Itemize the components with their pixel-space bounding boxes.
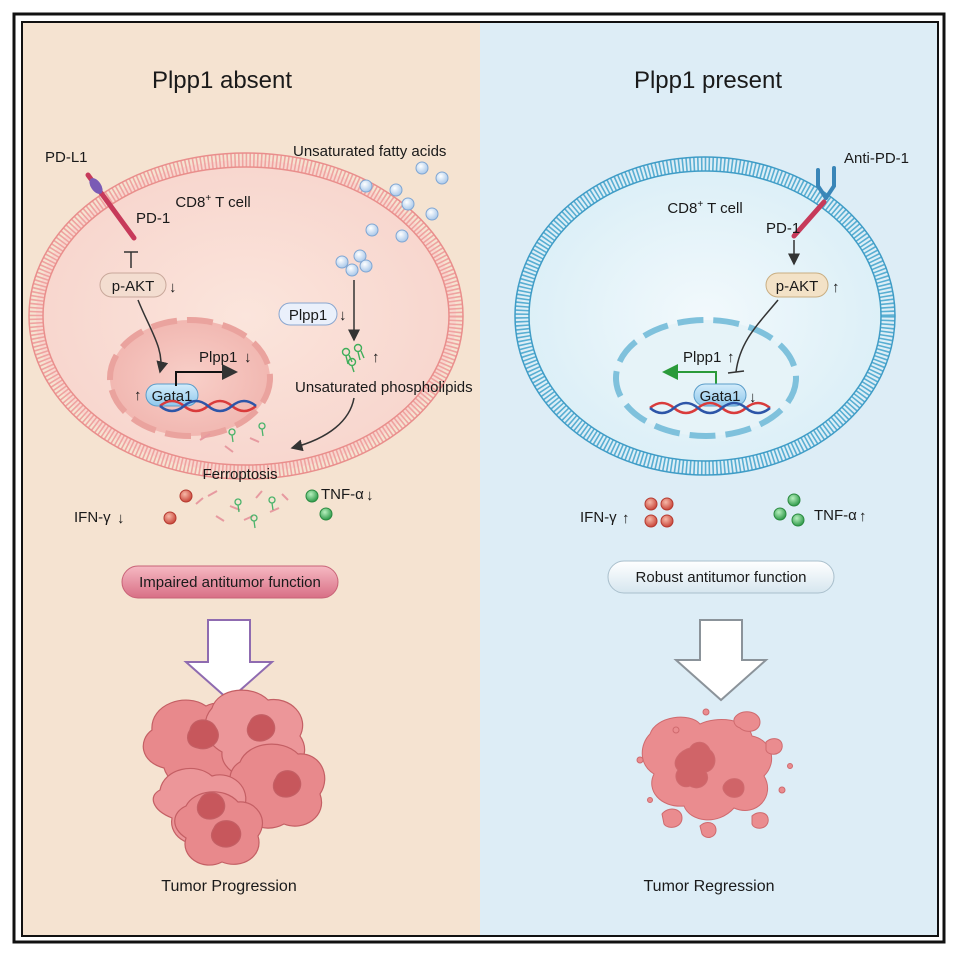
tumor-regression-label: Tumor Regression — [643, 878, 774, 895]
right-nuclear-envelope — [613, 317, 799, 439]
impaired-function-label: Impaired antitumor function — [139, 574, 321, 591]
phospholipid-to-ferroptosis-arrow — [290, 397, 355, 452]
right-cell-membrane — [515, 157, 895, 475]
left-tnf-molecule — [319, 507, 333, 521]
right-gata1-arrow: ↓ — [749, 389, 757, 406]
pd-l1-ligand — [89, 178, 103, 194]
right-dna-helix — [649, 401, 771, 415]
fatty-acids-label: Unsaturated fatty acids — [293, 143, 446, 160]
anti-pd1-label: Anti-PD-1 — [844, 150, 909, 167]
left-plpp1-gene-arrow: ↓ — [244, 349, 252, 366]
left-ifn-molecule — [179, 489, 193, 503]
left-title: Plpp1 absent — [152, 67, 292, 94]
right-pd1-receptor — [791, 199, 827, 239]
left-gata1-up-arrow: ↑ — [134, 387, 142, 404]
plpp1-enzyme-arrow: ↓ — [339, 307, 347, 324]
right-tnf-label: TNF-α — [814, 507, 857, 524]
left-down-arrow — [183, 619, 275, 702]
ferroptosis-label: Ferroptosis — [202, 466, 277, 483]
right-ifn-arrow: ↑ — [622, 510, 630, 527]
plpp1-enzyme-label: Plpp1 — [289, 307, 327, 324]
left-pakt-box — [99, 272, 167, 298]
left-plpp1-gene: Plpp1 — [199, 349, 237, 366]
tumor-progression-label: Tumor Progression — [161, 878, 296, 895]
right-ifn-label: IFN-γ — [580, 509, 617, 526]
left-cell-label: CD8+ T cell — [175, 193, 250, 211]
right-pakt-box — [765, 272, 829, 298]
left-nuclear-envelope — [107, 317, 273, 439]
left-gata1-box — [145, 383, 199, 407]
left-dna-helix — [159, 399, 257, 413]
right-down-arrow — [673, 619, 769, 702]
left-cell-membrane — [29, 153, 463, 479]
right-plpp1-gene: Plpp1 — [683, 349, 721, 366]
left-promoter-arrow — [175, 364, 238, 386]
right-pd1-label: PD-1 — [766, 220, 800, 237]
right-tnf-arrow: ↑ — [859, 508, 867, 525]
impaired-function-pill — [121, 565, 339, 599]
left-tnf-label: TNF-α — [321, 486, 364, 503]
right-nucleus — [616, 320, 796, 436]
phospholipid-up-arrow: ↑ — [372, 349, 380, 366]
left-ifn-arrow: ↓ — [117, 510, 125, 527]
left-pakt-label: p-AKT — [112, 278, 155, 295]
right-cell-label: CD8+ T cell — [667, 199, 742, 217]
right-title: Plpp1 present — [634, 67, 782, 94]
right-plpp1-gene-arrow: ↑ — [727, 349, 735, 366]
phospholipids-label: Unsaturated phospholipids — [295, 379, 473, 396]
ferroptosis-debris — [195, 433, 289, 522]
robust-function-label: Robust antitumor function — [636, 569, 807, 586]
left-pakt-arrow: ↓ — [169, 279, 177, 296]
right-pakt-arrow: ↑ — [832, 279, 840, 296]
pakt-inhibits-gata1 — [735, 299, 779, 373]
ferroptosis-lipids — [228, 422, 276, 529]
left-ifn-molecule — [163, 511, 177, 525]
right-pakt-label: p-AKT — [776, 278, 819, 295]
pd-l1-label: PD-L1 — [45, 149, 88, 166]
pakt-to-gata1-arrow — [137, 299, 169, 374]
left-tnf-molecule — [305, 489, 319, 503]
phospholipid-molecules — [341, 343, 365, 373]
right-tnf-molecules — [773, 493, 805, 527]
tumor-regression-fragments — [636, 708, 793, 838]
right-promoter-arrow — [662, 364, 717, 386]
robust-function-pill — [607, 560, 835, 594]
right-ifn-molecules — [644, 497, 674, 528]
left-ifn-label: IFN-γ — [74, 509, 111, 526]
left-tnf-arrow: ↓ — [366, 487, 374, 504]
anti-pd1-antibody — [816, 166, 836, 200]
plpp1-enzyme-box — [278, 302, 338, 326]
tumor-progression-cluster — [142, 689, 326, 866]
right-gata1-label: Gata1 — [700, 388, 741, 405]
left-gata1-label: Gata1 — [152, 388, 193, 405]
left-pd1-label: PD-1 — [136, 210, 170, 227]
fatty-acid-molecules — [335, 161, 449, 277]
